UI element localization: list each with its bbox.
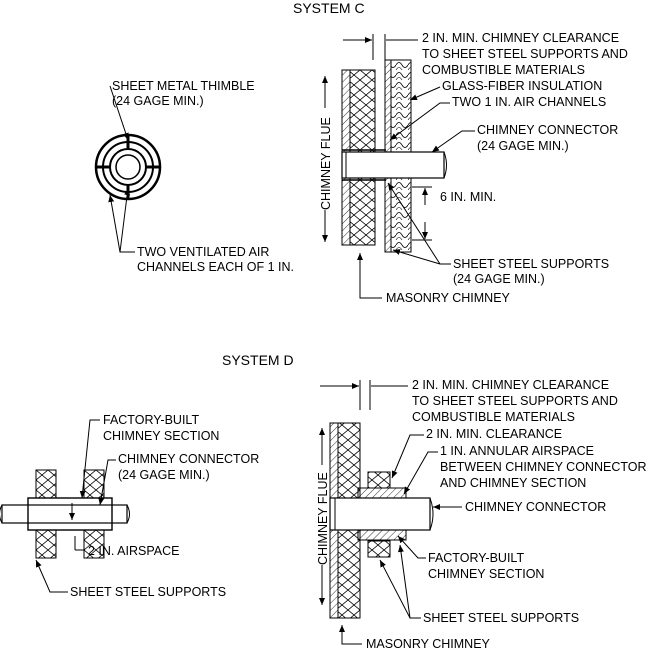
system-d-masonry-label: MASONRY CHIMNEY [366, 637, 491, 650]
system-d-connector-label: CHIMNEY CONNECTOR [465, 500, 606, 514]
system-c-supports-label: SHEET STEEL SUPPORTS (24 GAGE MIN.) [453, 257, 613, 286]
airspace-label: 2 IN. AIRSPACE [88, 544, 179, 558]
system-c-clearance-label: 2 IN. MIN. CHIMNEY CLEARANCE TO SHEET ST… [422, 31, 631, 77]
system-c-flue-label: CHIMNEY FLUE [319, 117, 333, 210]
min-clearance-label: 2 IN. MIN. CLEARANCE [426, 427, 562, 441]
system-c-title: SYSTEM C [293, 0, 365, 16]
supports-left-label: SHEET STEEL SUPPORTS [70, 585, 226, 599]
system-d-connector-left-label: CHIMNEY CONNECTOR (24 GAGE MIN.) [118, 452, 263, 482]
annular-airspace-label: 1 IN. ANNULAR AIRSPACE BETWEEN CHIMNEY C… [440, 444, 650, 490]
factory-section-label-left: FACTORY-BUILT CHIMNEY SECTION [103, 413, 219, 443]
insulation-label: GLASS-FIBER INSULATION [442, 79, 602, 93]
six-in-min-label: 6 IN. MIN. [440, 190, 496, 204]
system-d-flue-label: CHIMNEY FLUE [316, 472, 330, 565]
system-d-clearance-label: 2 IN. MIN. CHIMNEY CLEARANCE TO SHEET ST… [412, 378, 621, 424]
system-c-wall-section [341, 59, 447, 253]
system-d-supports-label: SHEET STEEL SUPPORTS [423, 611, 579, 625]
system-d-title: SYSTEM D [222, 352, 294, 368]
system-c: SYSTEM C SHEET METAL THIMBLE (24 GAGE MI… [94, 0, 631, 305]
system-d-left-detail [0, 469, 130, 559]
system-c-masonry-label: MASONRY CHIMNEY [386, 291, 511, 305]
thimble-label: SHEET METAL THIMBLE (24 GAGE MIN.) [112, 79, 258, 108]
factory-right-label: FACTORY-BUILT CHIMNEY SECTION [428, 551, 544, 581]
system-d: SYSTEM D FACTORY-BUILT CHIMNEY SECTION C… [0, 352, 650, 650]
air-channels-label: TWO VENTILATED AIR CHANNELS EACH OF 1 IN… [137, 245, 294, 274]
two-channels-label: TWO 1 IN. AIR CHANNELS [452, 95, 606, 109]
system-c-connector-label: CHIMNEY CONNECTOR (24 GAGE MIN.) [477, 123, 622, 153]
system-d-wall-section [329, 422, 434, 619]
